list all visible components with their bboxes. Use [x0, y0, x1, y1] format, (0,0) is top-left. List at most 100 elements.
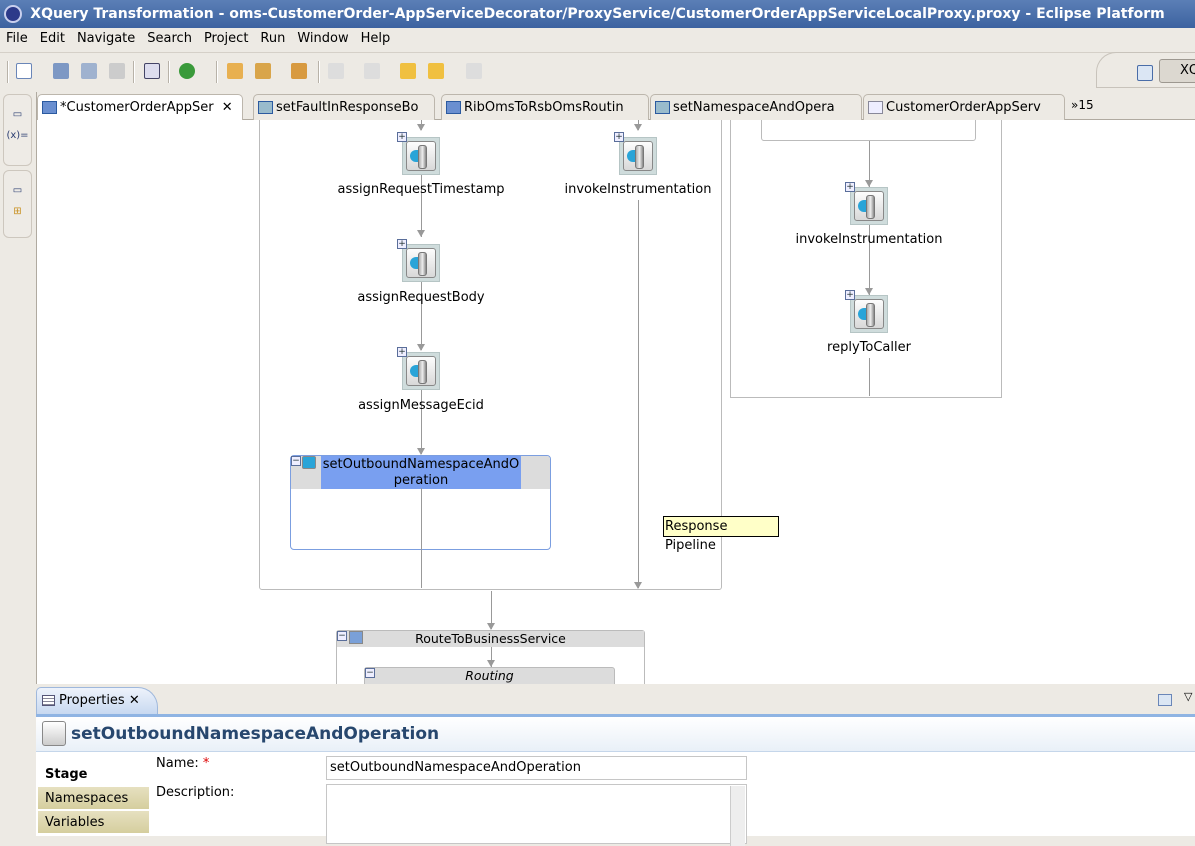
route-icon	[349, 631, 363, 644]
left-trim-bar: ▭ (x)= ▭ ⊞	[3, 94, 32, 240]
xquery-icon	[258, 101, 273, 114]
routing-node[interactable]: Routing	[364, 667, 615, 684]
perspective-xquery-button[interactable]: XQ	[1159, 59, 1195, 83]
close-icon[interactable]: ✕	[128, 693, 140, 708]
route-node[interactable]: RouteToBusinessService	[336, 630, 645, 684]
side-tab-stage[interactable]: Stage	[38, 763, 149, 786]
properties-tab[interactable]: Properties ✕	[36, 687, 158, 715]
menu-search[interactable]: Search	[147, 31, 192, 46]
tab-rib-oms-to-rsb[interactable]: RibOmsToRsbOmsRoutin	[441, 94, 649, 120]
tab-customer-order-app-ser[interactable]: *CustomerOrderAppSer ✕	[37, 94, 243, 121]
tab-customer-order-app-serv[interactable]: CustomerOrderAppServ	[863, 94, 1065, 120]
close-icon[interactable]: ✕	[221, 100, 233, 115]
pipeline-canvas[interactable]: + assignRequestTimestamp + assignRequest…	[37, 120, 1195, 684]
new-icon[interactable]	[16, 63, 32, 79]
outline-icon[interactable]: ⊞	[13, 206, 22, 217]
invoke-instrumentation-response-node[interactable]	[850, 187, 888, 225]
open-folder-icon[interactable]	[227, 63, 243, 79]
menu-edit[interactable]: Edit	[39, 31, 65, 46]
toolbar-separator	[318, 61, 320, 83]
next-annotation-icon[interactable]	[328, 63, 344, 79]
stage-icon	[406, 141, 436, 171]
pin-icon[interactable]	[1158, 694, 1172, 706]
stage-icon	[302, 456, 316, 469]
run-icon[interactable]	[179, 63, 195, 79]
menu-navigate[interactable]: Navigate	[76, 31, 136, 46]
save-icon[interactable]	[53, 63, 69, 79]
node-label: assignRequestBody	[357, 290, 485, 305]
name-input[interactable]: setOutboundNamespaceAndOperation	[326, 756, 747, 780]
collapse-icon[interactable]: −	[291, 456, 301, 466]
response-pipeline-container	[730, 120, 1002, 398]
name-label: Name: *	[156, 756, 209, 771]
route-node-title: RouteToBusinessService	[337, 631, 644, 647]
toolbar-separator	[7, 61, 9, 83]
stage-icon	[854, 299, 884, 329]
expand-icon[interactable]: +	[397, 132, 407, 142]
view-menu-icon[interactable]: ▽	[1184, 690, 1193, 703]
collapse-icon[interactable]: −	[337, 631, 347, 641]
properties-view: Properties ✕ ▽ setOutboundNamespaceAndOp…	[36, 684, 1195, 846]
tab-label: *CustomerOrderAppSer	[60, 100, 214, 115]
properties-body: setOutboundNamespaceAndOperation Stage N…	[36, 714, 1195, 846]
description-scrollbar[interactable]	[730, 786, 745, 846]
window-title: XQuery Transformation - oms-CustomerOrde…	[30, 6, 1165, 22]
overflow-count: 15	[1078, 98, 1094, 112]
set-outbound-stage[interactable]: setOutboundNamespaceAndO peration	[290, 455, 551, 550]
properties-header: setOutboundNamespaceAndOperation	[36, 717, 1195, 752]
description-textarea[interactable]	[326, 784, 747, 844]
menu-bar: File Edit Navigate Search Project Run Wi…	[0, 28, 1195, 50]
prev-annotation-icon[interactable]	[364, 63, 380, 79]
node-label: assignMessageEcid	[358, 398, 484, 413]
expand-icon[interactable]: +	[614, 132, 624, 142]
xquery-icon	[655, 101, 670, 114]
menu-run[interactable]: Run	[260, 31, 286, 46]
stage-icon	[623, 141, 653, 171]
node-label: invokeInstrumentation	[795, 232, 943, 247]
forward-icon[interactable]	[466, 63, 482, 79]
menu-project[interactable]: Project	[203, 31, 249, 46]
menu-window[interactable]: Window	[297, 31, 349, 46]
expand-icon[interactable]: +	[397, 347, 407, 357]
variables-icon[interactable]: (x)=	[6, 130, 29, 141]
properties-title: setOutboundNamespaceAndOperation	[71, 724, 440, 744]
tab-label: setNamespaceAndOpera	[673, 100, 835, 115]
open-perspective-icon[interactable]	[1137, 65, 1153, 81]
description-label: Description:	[156, 785, 235, 800]
proxy-icon	[446, 101, 461, 114]
toolbar-separator	[168, 61, 170, 83]
tab-label: RibOmsToRsbOmsRoutin	[464, 100, 624, 115]
save-all-icon[interactable]	[81, 63, 97, 79]
trim-group: ▭ ⊞	[3, 170, 32, 238]
node-label: assignRequestTimestamp	[337, 182, 505, 197]
binary-icon[interactable]	[144, 63, 160, 79]
menu-file[interactable]: File	[6, 31, 28, 46]
back-icon[interactable]	[428, 63, 444, 79]
side-tab-namespaces[interactable]: Namespaces	[38, 787, 149, 810]
restore-icon[interactable]: ▭	[12, 185, 23, 196]
response-stage-box	[761, 120, 976, 141]
stage-title: setOutboundNamespaceAndO peration	[321, 456, 521, 489]
tab-set-fault-in-response[interactable]: setFaultInResponseBo	[253, 94, 435, 120]
menu-help[interactable]: Help	[360, 31, 391, 46]
collapse-icon[interactable]: −	[365, 668, 375, 678]
perspective-label: XQ	[1180, 63, 1195, 78]
editor-tabs: *CustomerOrderAppSer ✕ setFaultInRespons…	[37, 92, 1195, 121]
eclipse-icon[interactable]	[4, 5, 22, 23]
expand-icon[interactable]: +	[845, 182, 855, 192]
assign-request-body-node[interactable]	[402, 244, 440, 282]
tab-set-namespace[interactable]: setNamespaceAndOpera	[650, 94, 862, 120]
last-edit-icon[interactable]	[400, 63, 416, 79]
restore-icon[interactable]: ▭	[12, 109, 23, 120]
assign-request-timestamp-node[interactable]	[402, 137, 440, 175]
side-tab-variables[interactable]: Variables	[38, 811, 149, 834]
reply-to-caller-node[interactable]	[850, 295, 888, 333]
invoke-instrumentation-node[interactable]	[619, 137, 657, 175]
tabs-overflow-button[interactable]: »15	[1071, 98, 1094, 112]
open-resource-icon[interactable]	[291, 63, 307, 79]
assign-message-ecid-node[interactable]	[402, 352, 440, 390]
expand-icon[interactable]: +	[845, 290, 855, 300]
print-icon[interactable]	[109, 63, 125, 79]
expand-icon[interactable]: +	[397, 239, 407, 249]
open-type-icon[interactable]	[255, 63, 271, 79]
